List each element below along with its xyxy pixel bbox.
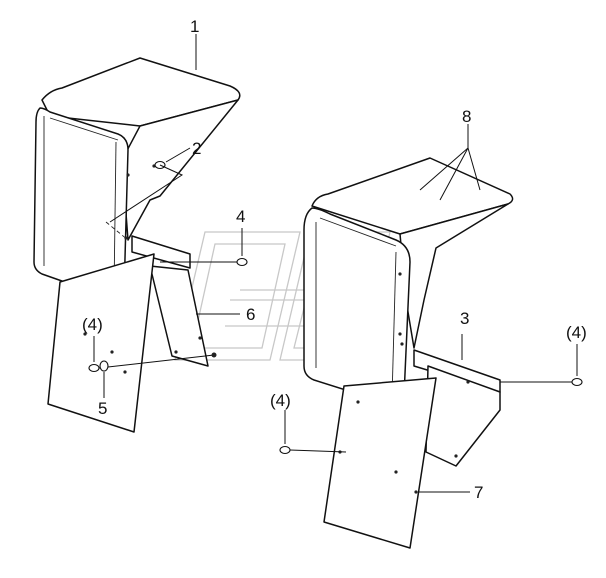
callout-leaders xyxy=(165,34,481,493)
bolt-4-lower xyxy=(279,410,347,455)
bracket-right xyxy=(413,349,501,467)
bracket-left xyxy=(131,235,209,367)
bolt-2 xyxy=(105,160,184,241)
fender-right xyxy=(303,157,514,406)
mudflap-right xyxy=(323,377,437,549)
callout-5: 5 xyxy=(98,399,107,418)
callout-2: 2 xyxy=(192,139,201,158)
callout-6: 6 xyxy=(246,305,255,324)
fender-left xyxy=(33,57,241,302)
callout-4: 4 xyxy=(236,207,245,226)
callout-4-lower: (4) xyxy=(270,391,291,410)
mudflap-left xyxy=(47,253,155,433)
callout-7: 7 xyxy=(474,483,483,502)
callout-3: 3 xyxy=(460,309,469,328)
bolt-4-right xyxy=(500,344,583,387)
callout-4-left: (4) xyxy=(82,315,103,334)
callout-8: 8 xyxy=(462,107,471,126)
callout-4-right: (4) xyxy=(566,323,587,342)
callout-1: 1 xyxy=(190,17,199,36)
bolt-4-center xyxy=(160,228,248,267)
bolt-4-left xyxy=(88,336,217,398)
